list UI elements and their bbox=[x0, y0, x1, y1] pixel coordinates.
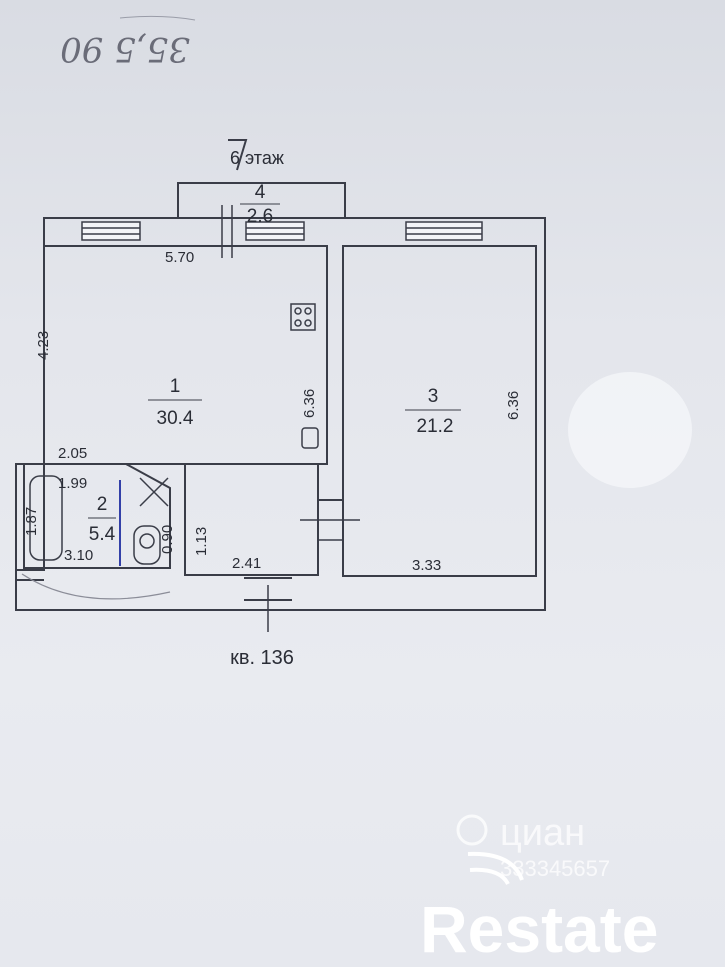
dim-bath-inner-top: 1.99 bbox=[58, 475, 87, 492]
room-2-number: 2 bbox=[97, 494, 108, 515]
cian-id: 333345657 bbox=[500, 856, 610, 881]
dim-room1-top: 5.70 bbox=[165, 249, 194, 266]
dim-room1-right: 6.36 bbox=[301, 389, 318, 418]
cian-name: циан bbox=[500, 812, 585, 854]
floor-correction-mark bbox=[228, 139, 248, 171]
room-3-area: 21.2 bbox=[417, 416, 454, 437]
dim-bath-left: 1.87 bbox=[23, 507, 40, 536]
pen-stroke bbox=[119, 15, 196, 21]
handwritten-note: 35,5 90 bbox=[60, 29, 190, 69]
dim-room3-bottom: 3.33 bbox=[412, 557, 441, 574]
dim-bath-top: 2.05 bbox=[58, 445, 87, 462]
restate-logo-text: Restate bbox=[420, 892, 658, 966]
outer-walls bbox=[15, 217, 546, 611]
room-1-number: 1 bbox=[170, 376, 181, 397]
cian-logo-icon bbox=[456, 814, 488, 846]
room-2-outline bbox=[23, 463, 171, 569]
window-balcony bbox=[245, 221, 305, 241]
vent-cross-icon-2 bbox=[139, 477, 169, 507]
room-2-area: 5.4 bbox=[89, 524, 116, 545]
room-3-number: 3 bbox=[428, 386, 439, 407]
toilet-bowl-icon bbox=[139, 533, 155, 549]
dim-room1-left: 4.23 bbox=[35, 331, 52, 360]
apartment-label: кв. 136 bbox=[230, 647, 294, 669]
socket-icon bbox=[301, 427, 319, 449]
svg-text:35,5 90: 35,5 90 bbox=[60, 29, 190, 69]
dim-partition: 1.13 bbox=[193, 527, 210, 556]
stove-icon bbox=[290, 303, 316, 331]
bathtub-icon bbox=[29, 475, 63, 561]
restate-watermark: Restate bbox=[420, 851, 658, 966]
room-3-outline bbox=[342, 245, 537, 577]
room-1-outline bbox=[43, 245, 328, 465]
window-room-1 bbox=[81, 221, 141, 241]
floor-label: 6 этаж bbox=[228, 139, 284, 171]
room-1-area: 30.4 bbox=[157, 408, 194, 429]
dim-bath-right: 0.90 bbox=[159, 525, 176, 554]
restate-signal-icon-2 bbox=[467, 851, 524, 881]
restate-signal-icon bbox=[469, 867, 510, 886]
dim-bath-bottom: 3.10 bbox=[64, 547, 93, 564]
cian-watermark: циан 333345657 bbox=[456, 812, 610, 881]
light-glare bbox=[568, 372, 692, 488]
room-4-number: 4 bbox=[255, 182, 266, 203]
toilet-icon bbox=[133, 525, 161, 565]
dim-room1-bottom: 2.41 bbox=[232, 555, 261, 572]
dim-room3-right: 6.36 bbox=[505, 391, 522, 420]
svg-text:6 этаж: 6 этаж bbox=[230, 148, 284, 168]
room-4-area: 2.6 bbox=[247, 206, 273, 227]
balcony-outline bbox=[177, 182, 346, 218]
pencil-arc bbox=[21, 573, 171, 600]
window-room-3 bbox=[405, 221, 483, 241]
room-1-lower bbox=[170, 463, 327, 576]
